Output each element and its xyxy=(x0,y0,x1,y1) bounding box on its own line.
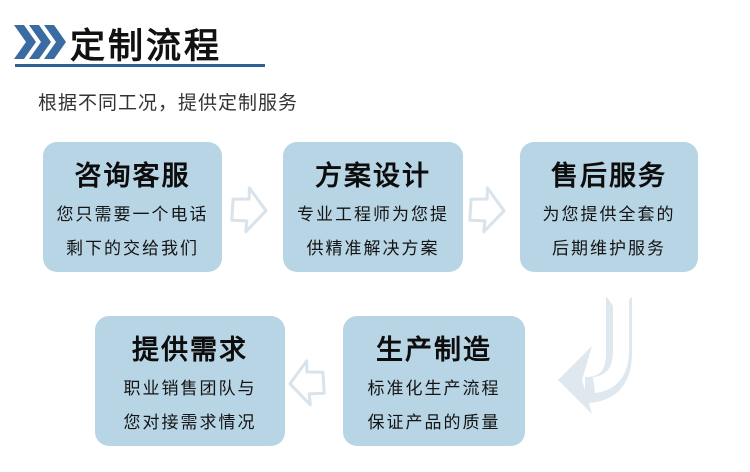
step-title: 提供需求 xyxy=(132,335,248,365)
flow-arrow-curved-down-left-icon xyxy=(558,296,632,414)
flow-arrow-right-icon xyxy=(468,186,506,234)
step-description: 标准化生产流程 保证产品的质量 xyxy=(343,372,525,440)
step-title: 售后服务 xyxy=(551,161,667,191)
step-line: 职业销售团队与 xyxy=(123,379,257,398)
step-line: 您对接需求情况 xyxy=(123,413,257,432)
step-box-design: 方案设计 专业工程师为您提 供精准解决方案 xyxy=(283,142,463,272)
step-line: 供精准解决方案 xyxy=(306,239,440,258)
step-description: 您只需要一个电话 剩下的交给我们 xyxy=(43,198,222,266)
step-line: 保证产品的质量 xyxy=(367,413,501,432)
triple-chevron-right-icon xyxy=(14,25,66,59)
step-title: 咨询客服 xyxy=(74,161,191,191)
step-title: 生产制造 xyxy=(376,335,492,365)
page-title: 定制流程 xyxy=(70,27,223,66)
title-underline xyxy=(15,64,265,67)
step-line: 剩下的交给我们 xyxy=(66,239,199,258)
step-line: 专业工程师为您提 xyxy=(297,205,449,224)
step-line: 为您提供全套的 xyxy=(542,205,676,224)
step-line: 后期维护服务 xyxy=(552,239,666,258)
step-title: 方案设计 xyxy=(315,161,431,191)
step-box-consult: 咨询客服 您只需要一个电话 剩下的交给我们 xyxy=(43,142,222,272)
step-line: 标准化生产流程 xyxy=(367,379,501,398)
step-box-production: 生产制造 标准化生产流程 保证产品的质量 xyxy=(343,316,525,446)
step-box-aftersales: 售后服务 为您提供全套的 后期维护服务 xyxy=(520,142,698,272)
step-description: 职业销售团队与 您对接需求情况 xyxy=(95,372,285,440)
step-description: 为您提供全套的 后期维护服务 xyxy=(520,198,698,266)
flow-arrow-right-icon xyxy=(230,186,268,234)
step-description: 专业工程师为您提 供精准解决方案 xyxy=(283,198,463,266)
step-line: 您只需要一个电话 xyxy=(56,205,209,224)
step-box-requirements: 提供需求 职业销售团队与 您对接需求情况 xyxy=(95,316,285,446)
subtitle: 根据不同工况，提供定制服务 xyxy=(38,93,299,114)
flow-arrow-left-icon xyxy=(288,359,326,407)
